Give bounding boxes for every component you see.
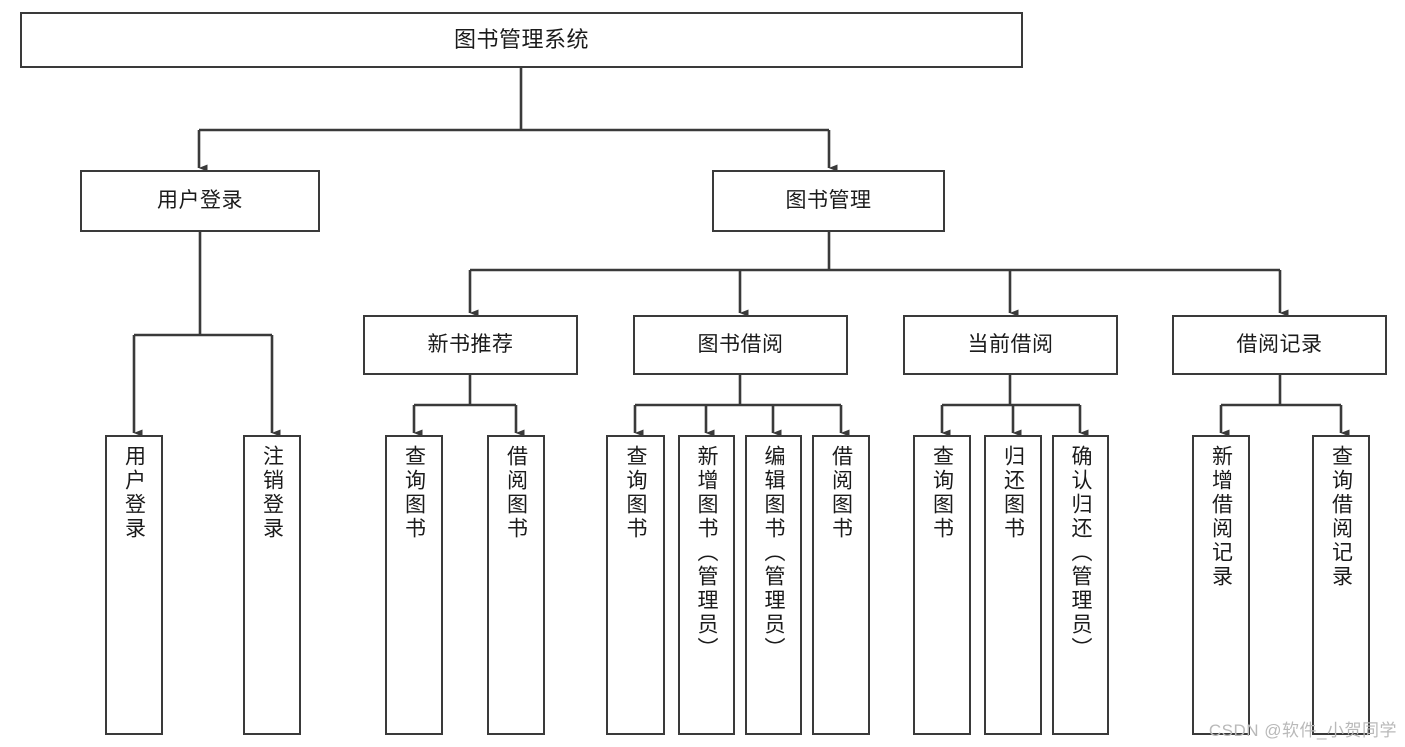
node-label: 编辑图书（管理员）: [762, 445, 785, 661]
watermark-text: CSDN @软件_小贺同学: [1208, 721, 1397, 740]
node-label: 查询图书: [930, 445, 954, 541]
node-label: 归还图书: [1001, 445, 1025, 541]
leaf-add-borrow-record[interactable]: 新增借阅记录: [1192, 435, 1250, 735]
node-label: 借阅图书: [504, 445, 528, 541]
node-book-management[interactable]: 图书管理: [712, 170, 945, 232]
node-user-login[interactable]: 用户登录: [80, 170, 320, 232]
leaf-return-book[interactable]: 归还图书: [984, 435, 1042, 735]
node-current-borrow[interactable]: 当前借阅: [903, 315, 1118, 375]
leaf-logout[interactable]: 注销登录: [243, 435, 301, 735]
node-label: 借阅图书: [829, 445, 853, 541]
node-label: 新书推荐: [427, 332, 514, 356]
node-new-book-recommend[interactable]: 新书推荐: [363, 315, 578, 375]
leaf-query-book-current[interactable]: 查询图书: [913, 435, 971, 735]
leaf-add-book-admin[interactable]: 新增图书（管理员）: [678, 435, 735, 735]
leaf-borrow-book[interactable]: 借阅图书: [812, 435, 870, 735]
node-label: 确认归还（管理员）: [1069, 445, 1092, 661]
leaf-borrow-book-recommend[interactable]: 借阅图书: [487, 435, 545, 735]
node-label: 查询图书: [402, 445, 426, 541]
node-label: 借阅记录: [1236, 332, 1323, 356]
node-label: 新增借阅记录: [1209, 445, 1233, 589]
node-label: 当前借阅: [967, 332, 1054, 356]
leaf-user-login[interactable]: 用户登录: [105, 435, 163, 735]
node-borrow-record[interactable]: 借阅记录: [1172, 315, 1387, 375]
node-label: 注销登录: [260, 445, 284, 541]
leaf-query-book-borrow[interactable]: 查询图书: [606, 435, 665, 735]
node-label: 图书借阅: [697, 332, 784, 356]
leaf-query-book-recommend[interactable]: 查询图书: [385, 435, 443, 735]
leaf-edit-book-admin[interactable]: 编辑图书（管理员）: [745, 435, 802, 735]
node-label: 图书管理: [785, 188, 872, 212]
leaf-query-borrow-record[interactable]: 查询借阅记录: [1312, 435, 1370, 735]
node-label: 图书管理系统: [453, 27, 589, 53]
leaf-confirm-return-admin[interactable]: 确认归还（管理员）: [1052, 435, 1109, 735]
node-label: 查询借阅记录: [1329, 445, 1353, 589]
node-book-borrow[interactable]: 图书借阅: [633, 315, 848, 375]
node-label: 用户登录: [122, 445, 146, 541]
node-label: 用户登录: [157, 188, 243, 212]
node-root-system[interactable]: 图书管理系统: [20, 12, 1023, 68]
node-label: 新增图书（管理员）: [695, 445, 718, 661]
node-label: 查询图书: [624, 445, 647, 541]
